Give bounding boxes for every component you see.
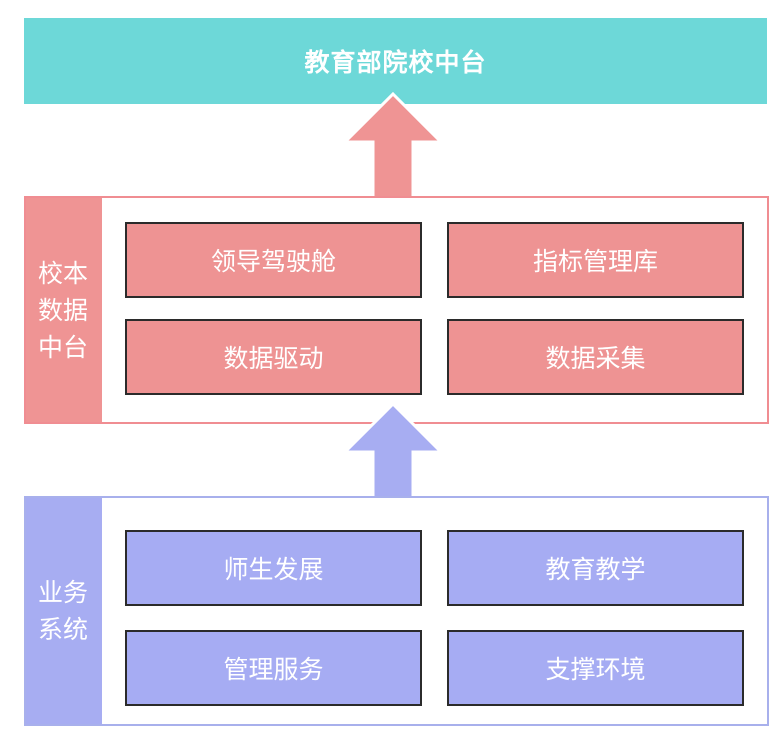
box-indicator-library: 指标管理库 — [447, 222, 744, 298]
box-label: 数据驱动 — [223, 344, 324, 373]
box-label: 管理服务 — [223, 655, 324, 684]
box-leadership-cockpit: 领导驾驶舱 — [125, 222, 422, 298]
school-data-platform-side: 校本数据中台 — [26, 198, 102, 422]
box-management-service: 管理服务 — [125, 630, 422, 706]
arrow-up-icon — [343, 92, 443, 202]
box-label: 师生发展 — [223, 555, 324, 584]
school-data-platform-label: 校本数据中台 — [38, 258, 89, 362]
business-systems-side: 业务系统 — [26, 498, 102, 724]
box-data-driven: 数据驱动 — [125, 319, 422, 395]
box-label: 数据采集 — [545, 344, 646, 373]
arrow-middle-to-top — [343, 92, 443, 202]
box-support-environment: 支撑环境 — [447, 630, 744, 706]
box-label: 指标管理库 — [532, 247, 658, 276]
top-platform-title: 教育部院校中台 — [304, 48, 487, 77]
box-data-collection: 数据采集 — [447, 319, 744, 395]
box-education-teaching: 教育教学 — [447, 530, 744, 606]
school-data-platform-panel: 校本数据中台 领导驾驶舱 指标管理库 数据驱动 数据采集 — [24, 196, 769, 424]
box-label: 支撑环境 — [545, 655, 646, 684]
top-platform-banner: 教育部院校中台 — [24, 18, 767, 104]
box-label: 领导驾驶舱 — [210, 247, 336, 276]
business-systems-panel: 业务系统 师生发展 教育教学 管理服务 支撑环境 — [24, 496, 769, 726]
box-teacher-student-development: 师生发展 — [125, 530, 422, 606]
business-systems-label: 业务系统 — [38, 578, 89, 644]
box-label: 教育教学 — [545, 555, 646, 584]
